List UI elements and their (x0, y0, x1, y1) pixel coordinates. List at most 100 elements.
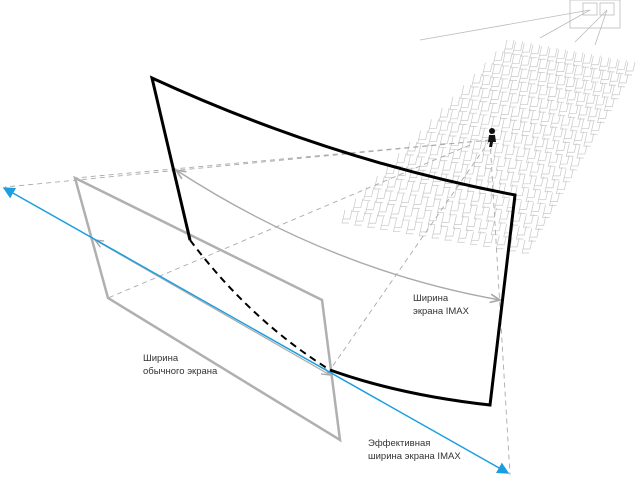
seat (452, 215, 464, 229)
seat (555, 141, 567, 155)
seat (434, 186, 445, 200)
seat (534, 137, 545, 152)
seat (577, 105, 589, 120)
seat (555, 62, 567, 76)
seat (405, 220, 417, 235)
seat (429, 159, 441, 173)
seat (528, 57, 540, 72)
seat (538, 99, 550, 113)
seat (519, 108, 531, 123)
seat (529, 162, 541, 177)
seat (527, 70, 539, 85)
seat (460, 85, 472, 99)
seat (431, 224, 443, 239)
seat (511, 120, 522, 134)
seat (575, 92, 587, 106)
seat (521, 239, 533, 254)
seat (470, 231, 481, 245)
seat (440, 213, 452, 227)
seat (519, 56, 531, 70)
seat (521, 174, 533, 189)
seat (499, 78, 511, 93)
seat (590, 121, 602, 135)
seat (506, 159, 518, 173)
seat (469, 113, 481, 127)
seat (465, 217, 477, 231)
seat (409, 182, 421, 196)
seat (481, 62, 493, 77)
seat (509, 80, 520, 95)
seat (567, 104, 579, 118)
seat (537, 190, 549, 204)
seat (540, 164, 552, 179)
seat (548, 100, 560, 115)
seat (482, 233, 494, 247)
regular-screen (73, 175, 342, 443)
seat (402, 207, 414, 221)
seat (509, 93, 520, 108)
seat (515, 225, 527, 240)
seat (546, 47, 558, 62)
seat (565, 143, 577, 157)
seat (589, 55, 601, 70)
seat (492, 51, 504, 65)
seat (599, 70, 611, 84)
seat (542, 125, 553, 140)
effective-width-line (2, 187, 510, 474)
seat (428, 145, 440, 160)
seat (424, 197, 436, 212)
seat (528, 228, 540, 242)
seat (552, 127, 564, 142)
seat (539, 112, 551, 126)
seat (503, 39, 515, 54)
seat (603, 97, 615, 111)
seat (406, 141, 418, 156)
seat (573, 65, 584, 80)
seat (547, 87, 558, 101)
seat (592, 82, 604, 96)
seat (486, 207, 497, 222)
seat (537, 85, 549, 100)
seat (509, 107, 521, 121)
seat (549, 192, 560, 206)
seat (480, 75, 492, 90)
seat (449, 122, 460, 137)
seat (521, 122, 533, 136)
seat (417, 130, 428, 145)
seat (564, 50, 575, 65)
seat (498, 170, 510, 185)
seat (528, 84, 539, 98)
seat (581, 67, 593, 81)
seat (385, 177, 397, 192)
seat (583, 80, 594, 95)
seat (427, 119, 439, 133)
seat (536, 151, 548, 165)
seat (558, 102, 569, 116)
seat (518, 69, 530, 83)
seat (452, 163, 464, 177)
seat (438, 134, 450, 148)
seat (580, 119, 591, 133)
seat (518, 200, 529, 214)
seat (558, 154, 570, 169)
seat (471, 73, 482, 88)
seat (594, 95, 606, 110)
seat (555, 49, 567, 63)
seat (544, 139, 556, 153)
seat (470, 86, 481, 101)
seat (499, 92, 511, 106)
seat (364, 200, 376, 215)
seat (518, 95, 530, 110)
seat (438, 107, 450, 122)
seat (556, 89, 568, 103)
seat (617, 73, 629, 88)
seat (473, 205, 485, 220)
seat (510, 54, 522, 68)
seat (459, 124, 471, 139)
seat (570, 117, 581, 132)
seat (525, 188, 537, 202)
seat (573, 131, 584, 145)
seat (569, 156, 581, 171)
seat (531, 124, 543, 138)
